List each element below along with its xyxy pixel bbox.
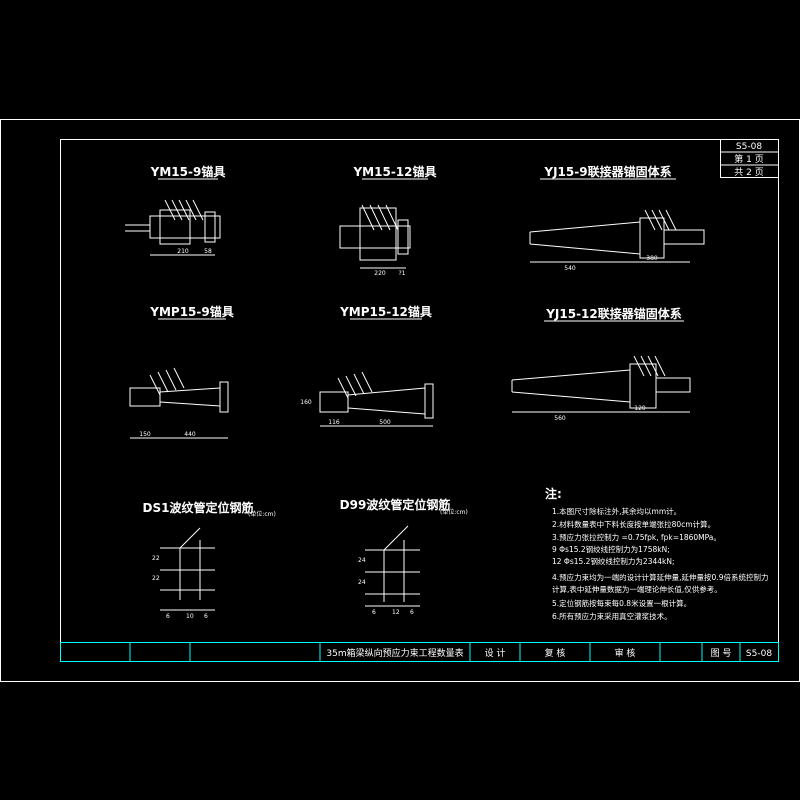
detail-title: YM15-9锚具	[150, 164, 226, 179]
detail-ym15-12: YM15-12锚具 220 ?1	[339, 164, 437, 277]
page-total: 共 2 页	[734, 167, 763, 178]
page-current: 第 1 页	[734, 153, 763, 165]
note-line: 9 Φs15.2钢绞线控制力为1758kN;	[552, 544, 670, 554]
dim-a: 210	[177, 248, 189, 255]
drawing-no: S5-08	[746, 649, 772, 659]
detail-title: DS1波纹管定位钢筋	[143, 500, 254, 515]
dim-b: 58	[204, 248, 212, 255]
drawing-no-label: 图 号	[711, 648, 732, 659]
dim-b: 120	[634, 405, 646, 412]
note-line: 计算,表中延伸量数据为一端理论伸长值,仅供参考。	[552, 584, 722, 594]
dim-a: 220	[374, 270, 386, 277]
dim-3: 6	[372, 609, 376, 616]
sheet-code: S5-08	[736, 142, 762, 152]
note-line: 6.所有预应力束采用真空灌浆技术。	[552, 611, 672, 621]
dim-1: 24	[358, 557, 366, 564]
dim-4: 10	[186, 613, 194, 620]
detail-ds1: DS1波纹管定位钢筋 (单位:cm) 22 22 6 10 6	[143, 500, 276, 620]
drawing-name: 35m箱梁纵向预应力束工程数量表	[326, 647, 463, 659]
note-line: 4.预应力束均为一端的设计计算延伸量,延伸量按0.9倍系统控制力	[552, 572, 768, 582]
design-label: 设 计	[485, 647, 506, 659]
notes-heading: 注:	[545, 486, 562, 501]
unit-label: (单位:cm)	[440, 508, 468, 516]
note-line: 1.本图尺寸除标注外,其余均以mm计。	[552, 506, 681, 516]
note-line: 5.定位钢筋按每束每0.8米设置一根计算。	[552, 598, 691, 608]
dim-b: 440	[184, 431, 196, 438]
dim-b: 500	[379, 419, 391, 426]
note-line: 12 Φs15.2钢绞线控制力为2344kN;	[552, 556, 675, 566]
detail-title: YMP15-9锚具	[149, 304, 233, 319]
dim-a: 560	[554, 415, 566, 422]
detail-title: D99波纹管定位钢筋	[340, 497, 451, 512]
dim-a: 116	[328, 419, 340, 426]
dim-b: 380	[646, 255, 658, 262]
title-block: 35m箱梁纵向预应力束工程数量表 设 计 复 核 审 核 图 号 S5-08	[60, 642, 779, 662]
detail-ymp15-12: YMP15-12锚具 116 500 160	[300, 304, 434, 427]
unit-label: (单位:cm)	[248, 510, 276, 518]
dim-2: 22	[152, 575, 160, 582]
dim-5: 6	[204, 613, 208, 620]
dim-4: 12	[392, 609, 400, 616]
detail-yj15-9: YJ15-9联接器锚固体系 540 380	[529, 164, 705, 272]
dim-3: 6	[166, 613, 170, 620]
dim-1: 22	[152, 555, 160, 562]
notes-block: 注: 1.本图尺寸除标注外,其余均以mm计。 2.材料数量表中下料长度按单端张拉…	[545, 486, 768, 621]
check-label: 审 核	[615, 647, 636, 659]
detail-ym15-9: YM15-9锚具 210 58	[125, 164, 226, 256]
inner-border	[60, 139, 779, 662]
dim-2: 24	[358, 579, 366, 586]
detail-ymp15-9: YMP15-9锚具 150 440	[129, 304, 234, 439]
dim-c: 160	[300, 399, 312, 406]
sheet-code-box: S5-08 第 1 页 共 2 页	[720, 139, 779, 178]
review-label: 复 核	[545, 647, 566, 659]
note-line: 3.预应力张拉控制力 =0.75fpk, fpk=1860MPa。	[552, 532, 721, 542]
outer-border	[0, 119, 800, 682]
dim-b: ?1	[398, 270, 405, 277]
detail-yj15-12: YJ15-12联接器锚固体系 560 120	[511, 306, 691, 422]
detail-title: YJ15-12联接器锚固体系	[545, 306, 682, 321]
dim-a: 540	[564, 265, 576, 272]
note-line: 2.材料数量表中下料长度按单端张拉80cm计算。	[552, 519, 715, 529]
detail-title: YMP15-12锚具	[339, 304, 432, 319]
detail-title: YJ15-9联接器锚固体系	[543, 164, 671, 179]
dim-a: 150	[139, 431, 151, 438]
detail-title: YM15-12锚具	[352, 164, 436, 179]
dim-5: 6	[410, 609, 414, 616]
detail-ds9: D99波纹管定位钢筋 (单位:cm) 24 24 6 12 6	[340, 497, 468, 616]
